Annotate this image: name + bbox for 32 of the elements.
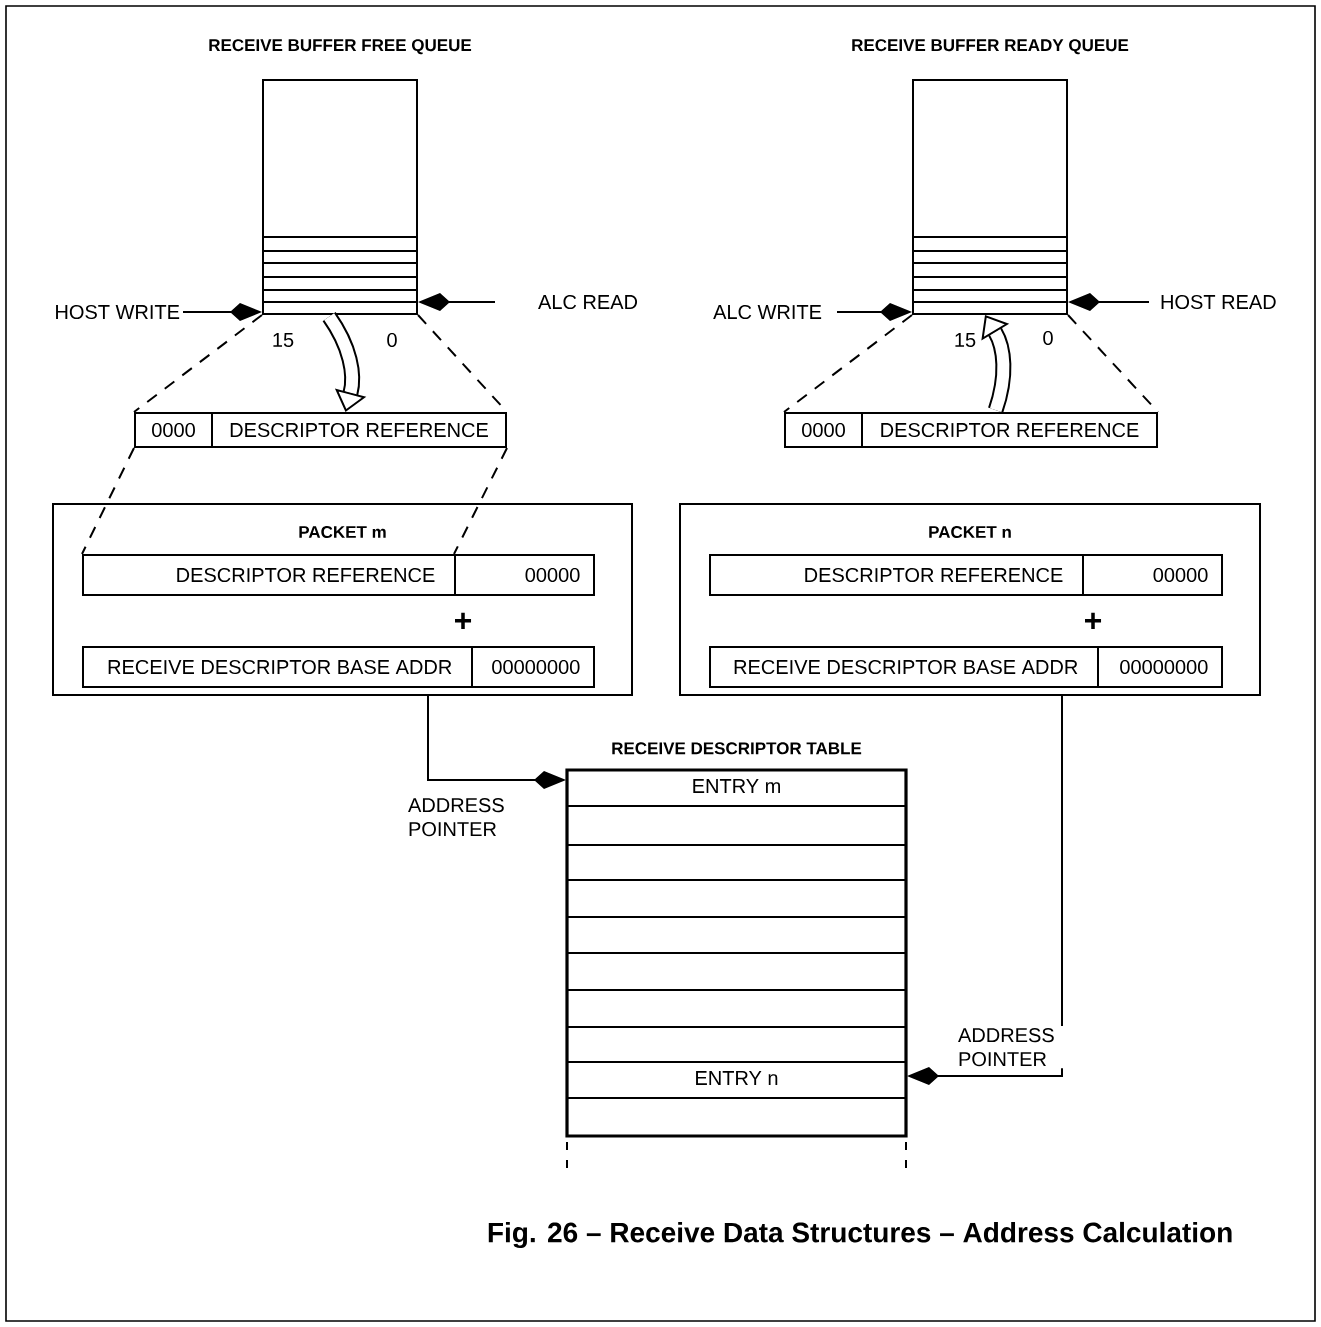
dashed-line (453, 447, 508, 555)
table-entry: ENTRY n (566, 1061, 907, 1099)
node-label: RECEIVE BUFFER READY QUEUE (852, 39, 1129, 55)
dashed-line (81, 447, 135, 555)
dashed-line (133, 314, 263, 413)
register-field: 0000 DESCRIPTOR REFERENCE (784, 412, 1158, 448)
port-label: ALC READ (538, 294, 638, 310)
bit-label: 15 (955, 333, 976, 347)
register-field: 0000 DESCRIPTOR REFERENCE (134, 412, 507, 448)
node-label: RECEIVE BUFFER FREE QUEUE (209, 39, 472, 55)
port-label: HOST WRITE (56, 304, 180, 320)
bit-label: + (455, 612, 472, 629)
address-field: RECEIVE DESCRIPTOR BASE ADDR 00000000 (82, 646, 595, 688)
bit-label: + (1085, 612, 1102, 629)
queue-box: RECEIVE BUFFER FREE QUEUE (209, 39, 472, 315)
figure-caption: Fig. 26 – Receive Data Structures – Address Calculation (488, 1221, 1232, 1249)
hollow-arrow (322, 312, 367, 412)
node-label: RECEIVE DESCRIPTOR TABLE (612, 742, 862, 755)
dashed-line (1067, 314, 1159, 413)
address-field: RECEIVE DESCRIPTOR BASE ADDR 00000000 (709, 646, 1223, 688)
address-field: DESCRIPTOR REFERENCE 00000 (82, 554, 595, 596)
table-entry: ENTRY m (566, 769, 907, 807)
port-label: ALC WRITE (713, 304, 822, 320)
bit-label: 15 (273, 333, 294, 347)
hollow-arrow (981, 315, 1012, 413)
queue-box: RECEIVE BUFFER READY QUEUE (852, 39, 1129, 315)
edge-label: ADDRESS POINTER (956, 1026, 1064, 1069)
port-label: HOST READ (1161, 294, 1276, 310)
address-field: DESCRIPTOR REFERENCE 00000 (709, 554, 1223, 596)
edge-label: ADDRESS POINTER (406, 796, 514, 839)
bit-label: 0 (387, 332, 397, 348)
dashed-line (783, 314, 913, 413)
